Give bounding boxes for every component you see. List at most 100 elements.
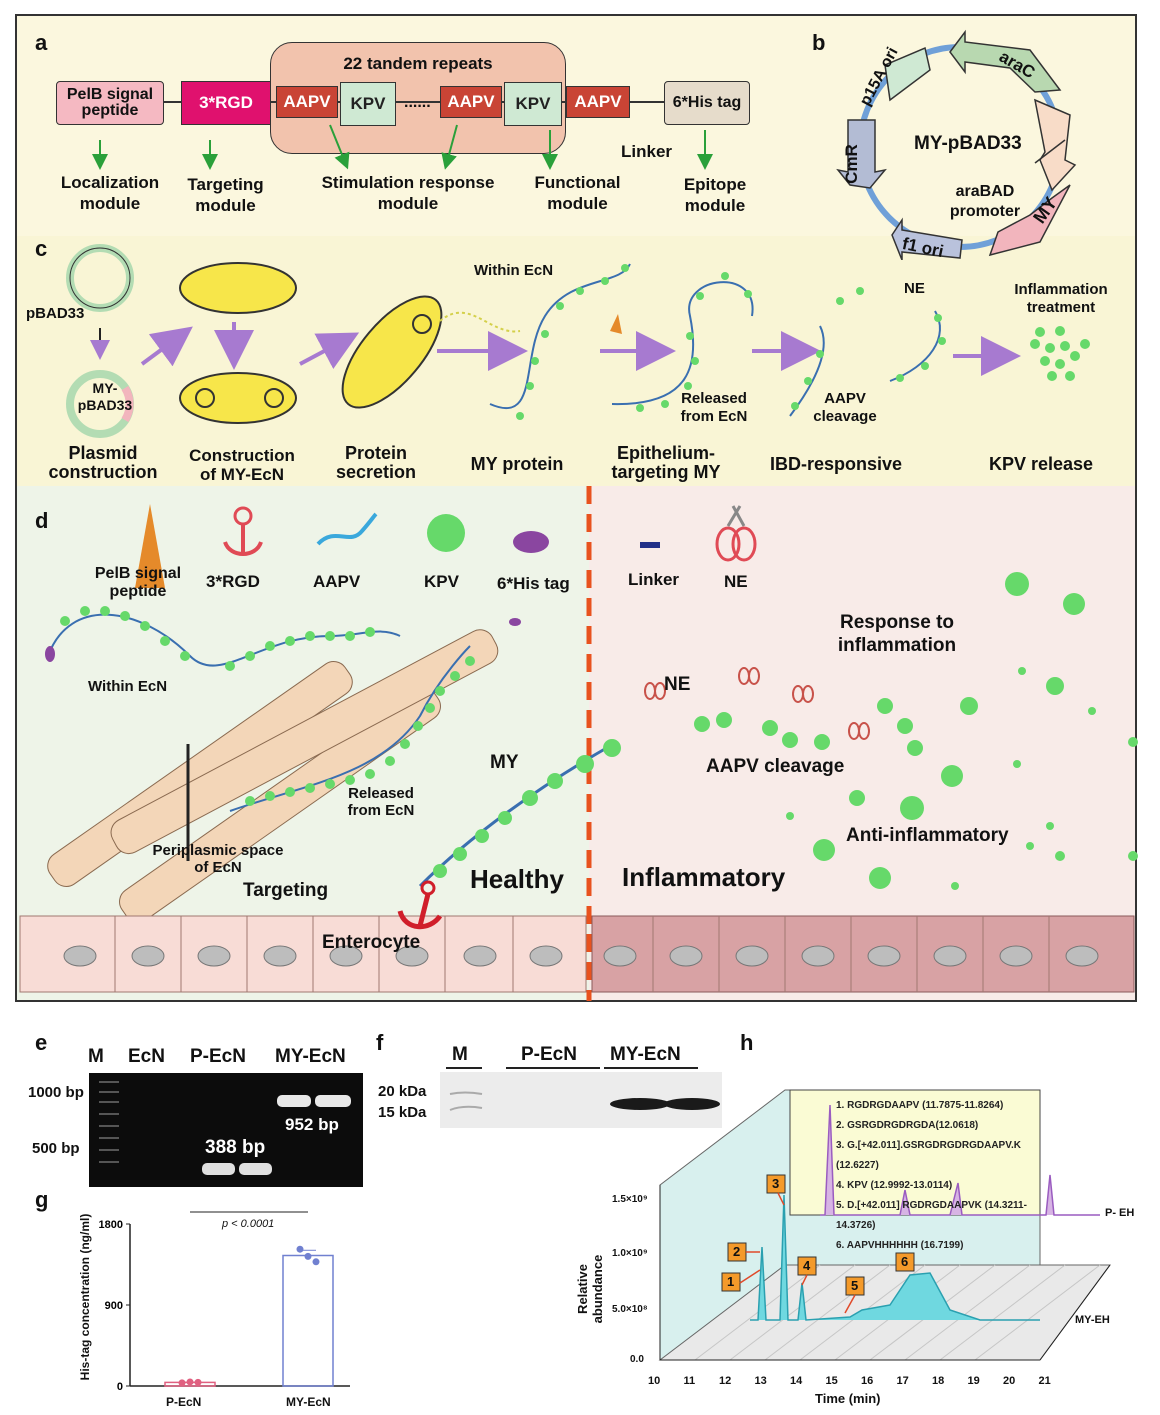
module-localization: Localization module xyxy=(60,173,160,213)
step-protein-secretion: Protein secretion xyxy=(335,443,417,482)
h-ytick-2: 1.0×10⁹ xyxy=(612,1248,648,1259)
gel-e-marker-1000: 1000 bp xyxy=(28,1084,84,1101)
h-xtick-label: 18 xyxy=(932,1375,945,1387)
blot-f-image xyxy=(440,1072,722,1128)
legend-pelb: PelB signal peptide xyxy=(94,565,182,600)
within-ecn-label-c: Within EcN xyxy=(474,262,554,279)
aapv-cleavage-label-c: AAPV cleavage xyxy=(813,390,877,425)
h-ytick-1: 5.0×10⁸ xyxy=(612,1304,648,1315)
g-point xyxy=(186,1378,194,1386)
legend-aapv: AAPV xyxy=(313,572,361,591)
inflammation-treatment-label: Inflammation treatment xyxy=(1014,281,1108,316)
marker-2: 2 xyxy=(733,1244,741,1259)
gel-e-lane-ecn: EcN xyxy=(128,1046,165,1067)
plasmid-map xyxy=(836,29,1077,260)
blot-f-underlines xyxy=(446,1067,698,1069)
peak-3: 3. G.[+42.011].GSRGDRGDRGDAAPV.K (12.622… xyxy=(836,1140,1021,1171)
g-point xyxy=(304,1252,312,1260)
kpv-box-1: KPV xyxy=(340,82,396,126)
my-label-d: MY xyxy=(490,752,519,773)
h-series-peh: P- EH xyxy=(1105,1207,1135,1219)
peak-4: 4. KPV (12.9992-13.0114) xyxy=(836,1180,953,1191)
h-ylabel: Relative abundance xyxy=(575,1254,605,1324)
step-kpv-release: KPV release xyxy=(988,454,1094,474)
kpv-box-2: KPV xyxy=(504,82,562,126)
module-epitope: Epitope module xyxy=(683,175,747,215)
g-point xyxy=(296,1245,304,1253)
repeat-dots: ...... xyxy=(404,94,431,111)
his-box: 6*His tag xyxy=(664,81,750,125)
linker-label: Linker xyxy=(621,142,673,161)
g-point xyxy=(178,1379,186,1387)
h-xlabel: Time (min) xyxy=(815,1391,881,1406)
blot-f-lane-myecn: MY-EcN xyxy=(610,1044,681,1065)
g-ytick-label: 0 xyxy=(117,1381,123,1393)
construct-line xyxy=(160,101,665,103)
chromatogram-3d xyxy=(658,1089,1111,1361)
step-my-protein: MY protein xyxy=(470,454,564,474)
gel-e-lane-pecn: P-EcN xyxy=(190,1046,246,1067)
h-xtick-label: 20 xyxy=(1003,1375,1016,1387)
module-stimulation: Stimulation response module xyxy=(321,173,495,213)
step-epithelium-targeting: Epithelium- targeting MY xyxy=(611,443,721,482)
step-ibd-responsive: IBD-responsive xyxy=(769,454,903,474)
marker-4: 4 xyxy=(803,1258,811,1273)
panel-letter-d: d xyxy=(35,508,49,533)
blot-f-lane-m: M xyxy=(452,1044,468,1065)
peak-2: 2. GSRGDRGDRGDA(12.0618) xyxy=(836,1120,979,1131)
aapv-box-3: AAPV xyxy=(566,86,630,118)
gel-e-band-952: 952 bp xyxy=(285,1115,339,1134)
legend-ne: NE xyxy=(724,572,748,591)
h-ytick-3: 1.5×10⁹ xyxy=(612,1194,648,1205)
panel-letter-f: f xyxy=(376,1030,384,1055)
inflammatory-label: Inflammatory xyxy=(622,862,786,892)
healthy-label: Healthy xyxy=(470,864,564,894)
marker-5: 5 xyxy=(851,1278,859,1293)
panel-letter-a: a xyxy=(35,30,48,55)
targeting-label: Targeting xyxy=(243,880,329,901)
peak-6: 6. AAPVHHHHHH (16.7199) xyxy=(836,1240,964,1251)
panel-letter-g: g xyxy=(35,1187,49,1212)
aapv-box-1: AAPV xyxy=(276,86,338,118)
step-construction-my-ecn: Construction of MY-EcN xyxy=(189,446,295,484)
blot-f-marker-20: 20 kDa xyxy=(378,1083,427,1100)
ne-label-c: NE xyxy=(904,280,925,297)
g-bar xyxy=(282,1254,334,1387)
gel-e-image xyxy=(89,1073,363,1187)
h-xtick-label: 15 xyxy=(825,1375,838,1387)
step-plasmid-construction: Plasmid construction xyxy=(48,443,158,482)
aapv-box-2: AAPV xyxy=(440,86,502,118)
released-label-d: Released from EcN xyxy=(347,785,415,819)
legend-linker: Linker xyxy=(628,570,680,589)
rgd-box: 3*RGD xyxy=(181,81,271,125)
g-pvalue: p < 0.0001 xyxy=(222,1218,275,1230)
h-series-myeh: MY-EH xyxy=(1075,1314,1110,1326)
g-xlabel-0: P-EcN xyxy=(166,1395,202,1409)
module-functional: Functional module xyxy=(534,173,621,213)
marker-6: 6 xyxy=(901,1254,909,1269)
panel-letter-e: e xyxy=(35,1030,48,1055)
panel-letter-h: h xyxy=(740,1030,754,1055)
pbad33-label: pBAD33 xyxy=(26,305,85,322)
plasmid-promoter-label: araBAD promoter xyxy=(949,183,1021,220)
aapv-cleavage-label-d: AAPV cleavage xyxy=(706,756,845,777)
periplasmic-label: Periplasmic space of EcN xyxy=(152,842,284,876)
enterocyte-label: Enterocyte xyxy=(322,932,421,953)
h-xtick-label: 16 xyxy=(861,1375,874,1387)
g-point xyxy=(194,1378,202,1386)
legend-kpv: KPV xyxy=(424,572,459,591)
h-xtick-label: 13 xyxy=(754,1375,767,1387)
g-point xyxy=(312,1258,320,1266)
panel-c-illustration xyxy=(66,244,1090,438)
tandem-repeat-title: 22 tandem repeats xyxy=(343,54,493,73)
h-xtick-label: 10 xyxy=(648,1375,661,1387)
plasmid-name: MY-pBAD33 xyxy=(914,133,1022,154)
legend-his: 6*His tag xyxy=(497,574,570,593)
h-xtick-label: 14 xyxy=(790,1375,803,1387)
module-arrows xyxy=(92,124,713,170)
peak-1: 1. RGDRGDAAPV (11.7875-11.8264) xyxy=(836,1100,1004,1111)
gel-e-lane-m: M xyxy=(88,1046,104,1067)
legend-rgd: 3*RGD xyxy=(206,572,260,591)
